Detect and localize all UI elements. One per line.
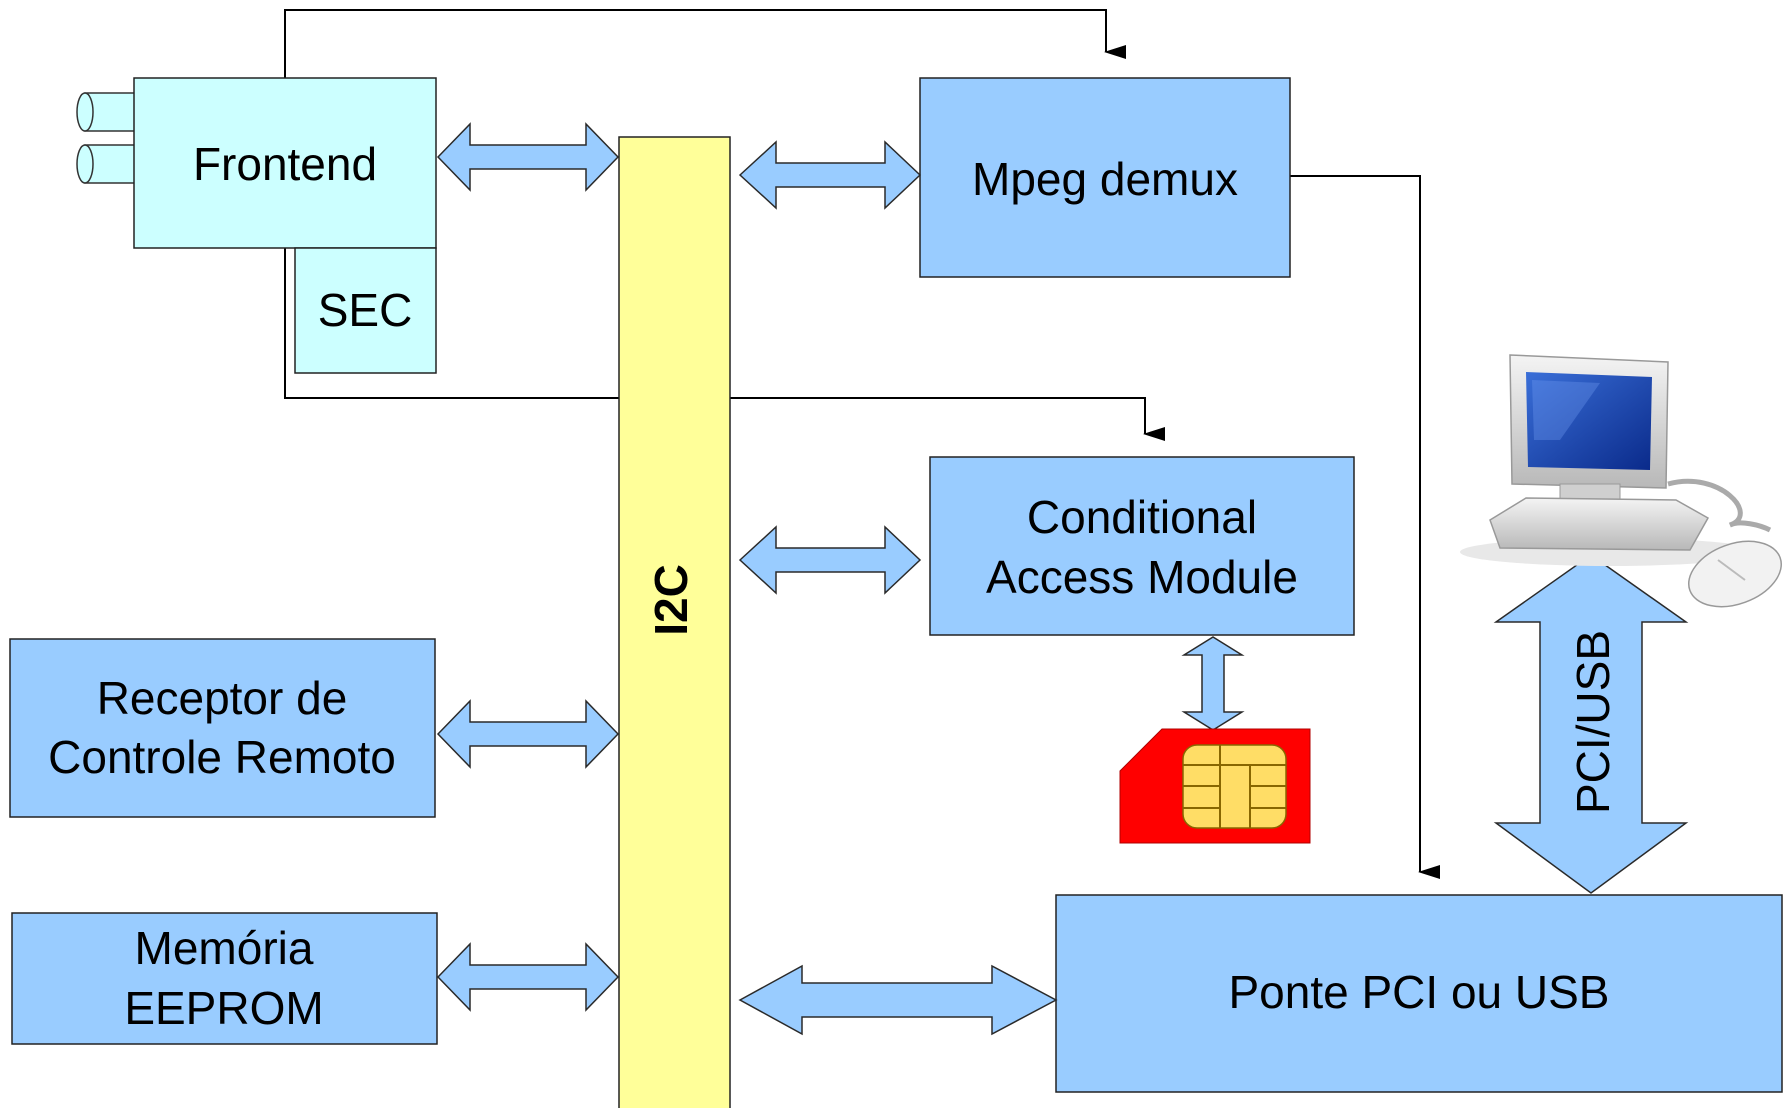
i2c-links [436,122,1058,1036]
ponte-block: Ponte PCI ou USB [1055,894,1783,1093]
computer-icon [1460,354,1783,608]
arrow-receptor-i2c [436,699,620,769]
frontend-label: Frontend [193,138,377,190]
mpeg-demux-label: Mpeg demux [972,153,1238,205]
pci-usb-label: PCI/USB [1567,630,1619,814]
wire-frontend-to-mpeg-demux [284,9,1126,78]
i2c-bus-bar [618,136,731,1108]
coax-connector-icon [76,92,144,184]
memoria-block: Memória EEPROM [11,912,438,1045]
cam-label-line1: Conditional [1027,491,1257,543]
memoria-label-line1: Memória [135,922,314,974]
arrow-pci-usb [1493,554,1689,894]
memoria-label-line2: EEPROM [124,982,323,1034]
arrow-i2c-ponte [738,964,1058,1036]
i2c-label: I2C [645,564,697,636]
mpeg-demux-block: Mpeg demux [919,77,1291,278]
receptor-block: Receptor de Controle Remoto [9,638,436,818]
sec-block: SEC [294,247,437,374]
arrow-cam-smart-card [1181,636,1245,731]
arrow-memoria-i2c [436,942,620,1012]
receptor-label-line1: Receptor de [97,672,348,724]
wire-mpeg-demux-to-ponte [1290,175,1440,879]
frontend-block: Frontend [133,77,437,249]
pci-usb-link: PCI/USB [1493,554,1689,894]
sec-label: SEC [318,284,413,336]
receptor-label-line2: Controle Remoto [48,731,396,783]
cam-label-line2: Access Module [986,551,1298,603]
arrow-i2c-mpeg-demux [738,140,922,210]
cam-block: Conditional Access Module [929,456,1355,636]
arrow-frontend-i2c [436,122,620,192]
ponte-label: Ponte PCI ou USB [1229,966,1610,1018]
i2c-bus: I2C [618,136,731,1108]
smart-card-icon [1119,728,1311,844]
arrow-i2c-cam [738,525,922,595]
